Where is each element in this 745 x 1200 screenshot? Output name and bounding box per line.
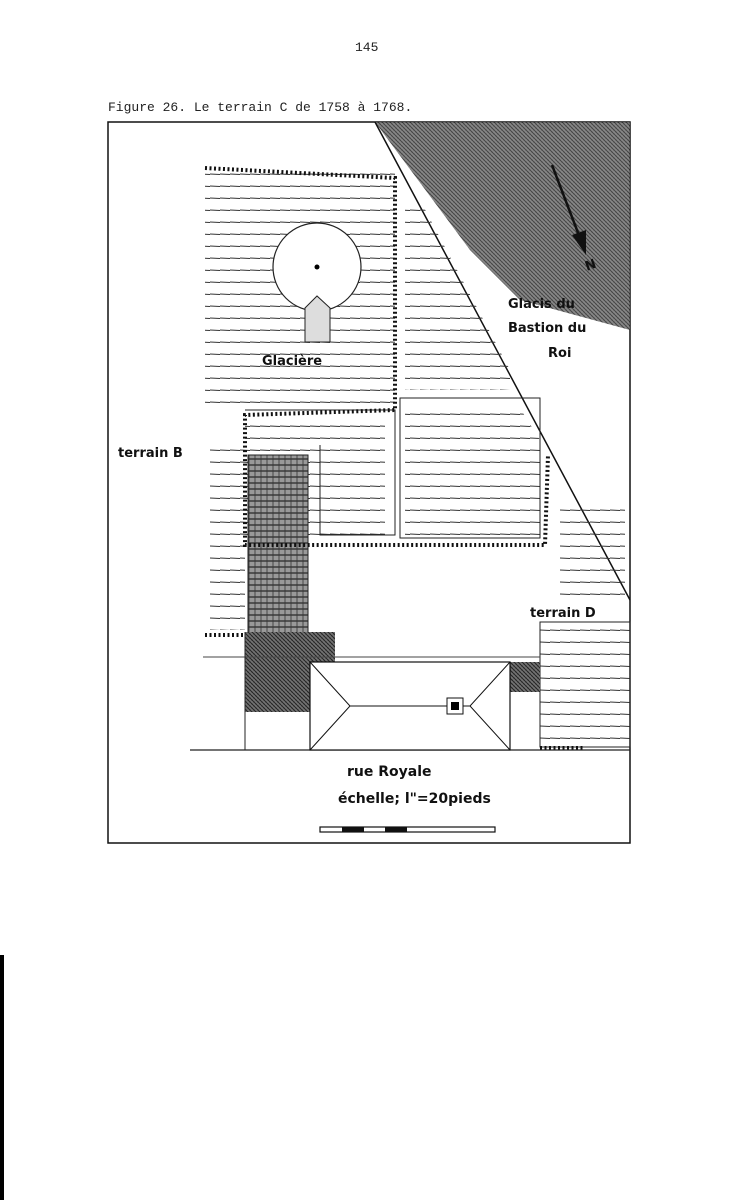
hedge-row: [204, 166, 550, 547]
scan-edge: [0, 955, 4, 1200]
glacis-label-3: Roi: [548, 346, 571, 361]
glaciere-entrance: [304, 295, 331, 343]
garden-plot-east: [405, 405, 540, 535]
north-label: N: [582, 254, 597, 272]
glaciere-label: Glacière: [262, 354, 322, 369]
scale-label: échelle; l"=20pieds: [338, 791, 491, 807]
shaded-corner: [510, 662, 540, 692]
glacis-shading: [375, 122, 630, 330]
scale-bar: [319, 826, 496, 833]
glacis-label-2: Bastion du: [508, 321, 586, 336]
terrain-d-plot: [539, 621, 631, 748]
map-frame: [107, 121, 631, 844]
terrain-d-upper-plot: [560, 500, 625, 600]
terrain-b-label: terrain B: [118, 446, 183, 461]
page-number: 145: [355, 40, 379, 55]
glacis-label-1: Glacis du: [508, 297, 575, 312]
street-label: rue Royale: [347, 764, 432, 780]
garden-plot-strip: [405, 200, 510, 390]
garden-plot-west: [210, 440, 245, 630]
terrain-d-label: terrain D: [530, 606, 596, 621]
figure-caption: Figure 26. Le terrain C de 1758 à 1768.: [108, 100, 413, 115]
north-arrow-icon: [550, 164, 586, 255]
